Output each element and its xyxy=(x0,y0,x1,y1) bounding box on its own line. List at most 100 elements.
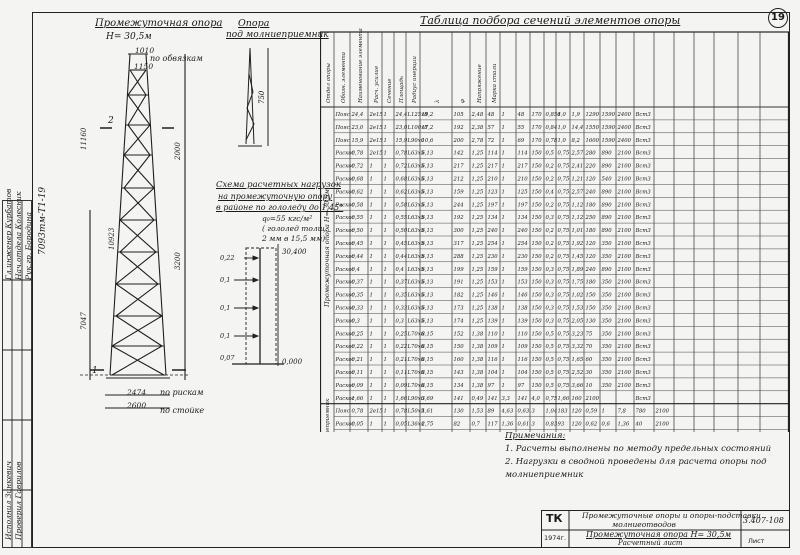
table-cell: 19,2 xyxy=(422,112,434,118)
table-cell: 0,50 xyxy=(352,228,364,234)
table-cell: 0,75 xyxy=(558,151,570,157)
table-cell: 6,13 xyxy=(422,177,434,183)
by-belts-label: по обвязкам xyxy=(150,54,203,63)
table-cell: 890 xyxy=(602,164,613,170)
table-cell: 3 xyxy=(532,422,536,428)
table-cell: 254 xyxy=(487,241,498,247)
table-cell: 1 xyxy=(384,396,387,402)
table-cell: 0,83 xyxy=(546,422,558,428)
table-cell: 3,32 xyxy=(572,344,584,350)
wind-note-2: 2 мм в 15,5 мм) xyxy=(262,234,326,243)
table-cell: 0,49 xyxy=(472,396,484,402)
table-cell: 288 xyxy=(453,254,465,260)
svg-text:750: 750 xyxy=(258,90,266,104)
table-cell: 14,4 xyxy=(572,125,584,131)
table-cell: 217 xyxy=(453,164,465,170)
table-cell: 2400 xyxy=(617,125,632,131)
table-cell: 150 xyxy=(532,318,543,324)
table-cell: 200 xyxy=(453,138,465,144)
table-cell: 1,38 xyxy=(472,331,484,337)
table-cell: L63x5 xyxy=(407,202,425,208)
table-cell: 97 xyxy=(518,383,525,389)
table-cell: 2e15 xyxy=(369,138,384,144)
table-cell: 210 xyxy=(517,177,529,183)
stamp-title-2: молниеотводов xyxy=(612,520,676,529)
table-cell: Вст3 xyxy=(635,396,652,402)
table-cell: 0,75 xyxy=(558,267,570,273)
table-cell: 1 xyxy=(370,370,373,376)
table-cell: 1 xyxy=(384,409,387,415)
table-cell: 2100 xyxy=(617,370,632,376)
svg-text:2000: 2000 xyxy=(174,142,182,161)
table-cell: 1,25 xyxy=(472,164,484,170)
table-cell: 3,3 xyxy=(502,396,511,402)
table-cell: Раскос xyxy=(335,241,355,247)
table-cell: 1 xyxy=(502,331,505,337)
table-cell: 1 xyxy=(370,177,373,183)
table-cell: 890 xyxy=(602,189,613,195)
table-cell: L63x5 xyxy=(407,189,425,195)
table-cell: Раскос xyxy=(335,151,355,157)
table-cell: 4,61 xyxy=(421,409,434,415)
table-cell: 1,38 xyxy=(472,344,484,350)
table-cell: 2400 xyxy=(617,138,632,144)
table-cell: Вст3 xyxy=(635,125,652,131)
table-cell: 150 xyxy=(586,306,597,312)
section-label-tower: Промежуточная опора H= 30,5м xyxy=(323,189,331,308)
table-cell: Раскос xyxy=(335,383,355,389)
table-cell: 6,13 xyxy=(422,318,434,324)
table-cell: 2100 xyxy=(617,293,632,299)
table-cell: 0,5 xyxy=(546,344,555,350)
table-cell: 2100 xyxy=(585,396,600,402)
table-cell: 1,21 xyxy=(572,177,584,183)
table-cell: 134 xyxy=(488,215,498,221)
table-cell: 1,66 xyxy=(352,396,364,402)
table-cell: 1 xyxy=(502,267,505,273)
table-cell: 0,5 xyxy=(546,383,555,389)
table-cell: 1 xyxy=(384,422,387,428)
table-cell: 1,38 xyxy=(472,383,484,389)
table-cell: 240 xyxy=(487,228,499,234)
table-cell: 8,15 xyxy=(422,357,434,363)
table-cell: 138 xyxy=(488,306,499,312)
table-cell: 2100 xyxy=(617,357,632,363)
table-cell: 146 xyxy=(488,293,499,299)
table-cell: 180 xyxy=(586,228,597,234)
table-cell: 23,0 xyxy=(351,125,364,131)
table-cell: 0,3 xyxy=(546,267,555,273)
table-cell: 350 xyxy=(602,331,613,337)
table-cell: 2100 xyxy=(617,202,632,208)
table-header-cell: λ xyxy=(435,100,441,105)
table-cell: 57 xyxy=(488,125,495,131)
table-cell: 1 xyxy=(370,396,373,402)
table-cell: 1 xyxy=(602,409,605,415)
table-cell: 6,13 xyxy=(422,189,434,195)
table-cell: 8,15 xyxy=(422,383,434,389)
table-cell: 2e15 xyxy=(369,125,384,131)
stamp-sheet: Лист xyxy=(748,537,765,545)
dim-2600: 2600 xyxy=(127,401,147,410)
table-cell: 0,68 xyxy=(396,177,408,183)
table-cell: 30 xyxy=(586,370,593,376)
table-cell: 890 xyxy=(602,267,613,273)
table-cell: 159 xyxy=(454,189,465,195)
table-cell: 0,75 xyxy=(558,228,570,234)
table-cell: 160 xyxy=(454,357,465,363)
table-cell: 152 xyxy=(454,331,465,337)
table-cell: 10,6 xyxy=(422,138,434,144)
svg-text:10923: 10923 xyxy=(108,227,116,250)
stamp-year: 1974г. xyxy=(544,534,567,542)
table-cell: 150 xyxy=(532,177,543,183)
table-cell: 1,75 xyxy=(572,280,584,286)
table-cell: 150 xyxy=(532,280,543,286)
svg-text:3200: 3200 xyxy=(174,252,182,270)
mark-1: 1 xyxy=(92,366,98,376)
table-header-cell: Наименование элемента xyxy=(358,28,364,104)
table-cell: 1 xyxy=(370,422,373,428)
table-cell: L63x5 xyxy=(407,151,425,157)
table-cell: 150 xyxy=(532,293,543,299)
table-cell: 70 xyxy=(586,344,593,350)
table-cell: 890 xyxy=(602,151,613,157)
table-cell: 0,05 xyxy=(396,422,408,428)
table-cell: 1 xyxy=(384,306,387,312)
